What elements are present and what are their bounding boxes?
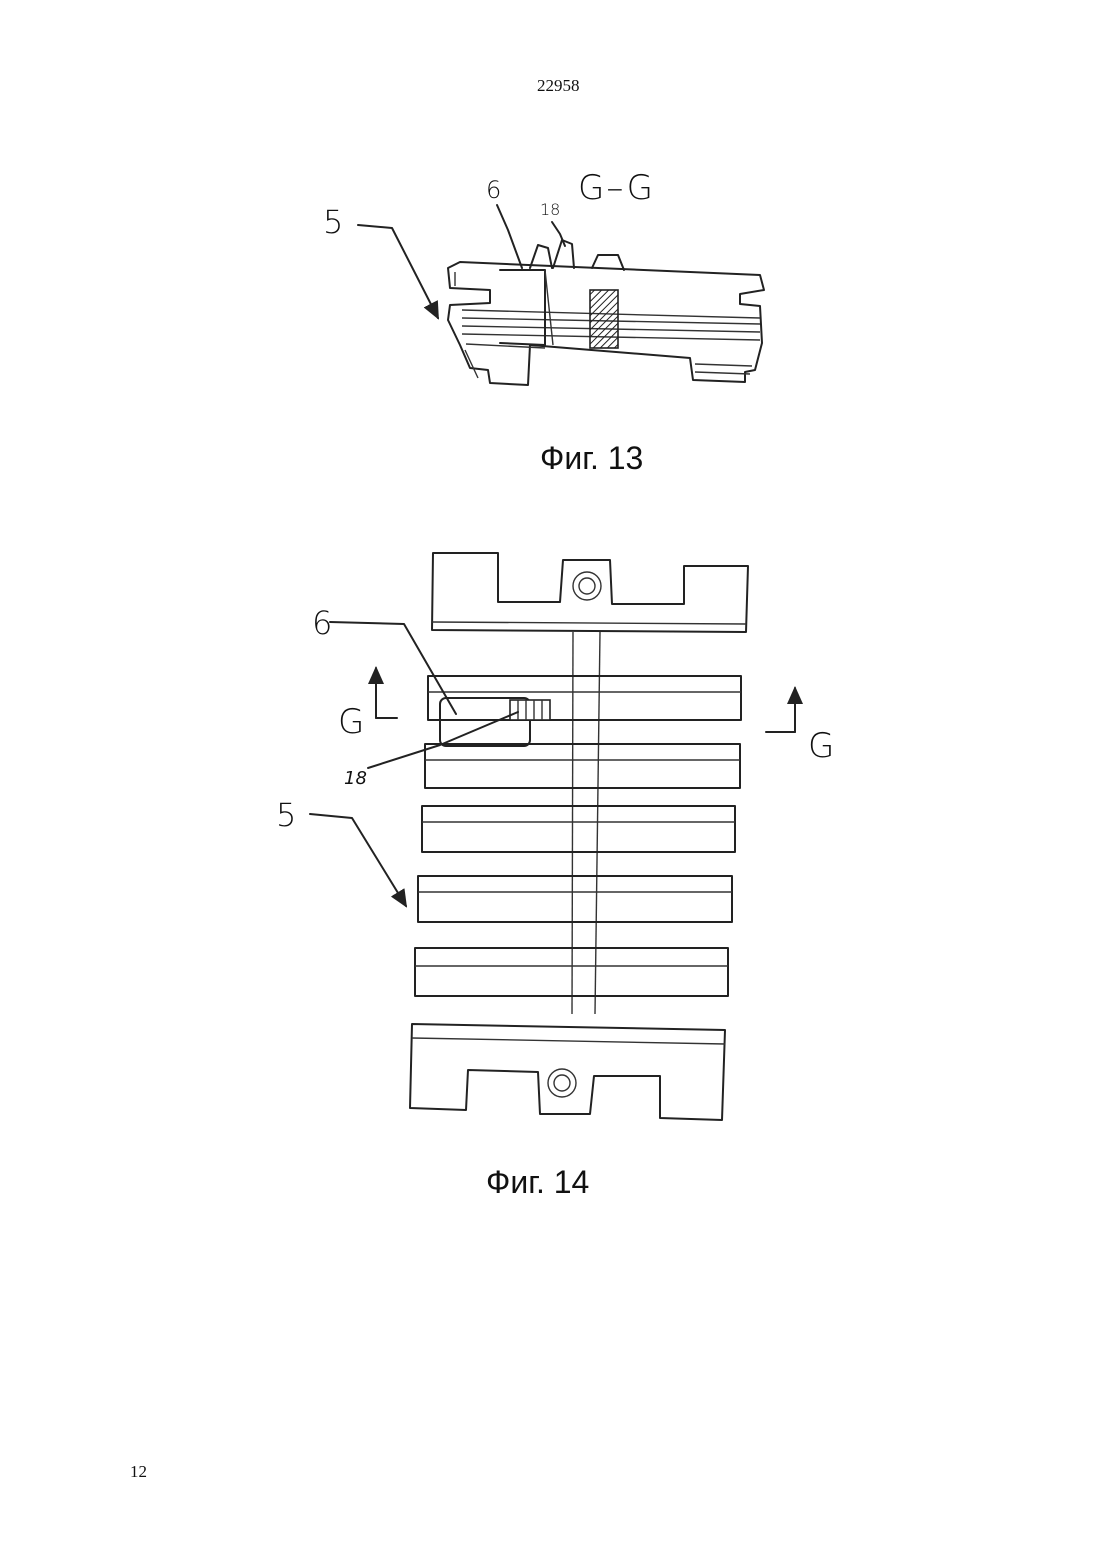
fig14-caption: Фиг. 14 bbox=[486, 1164, 589, 1201]
fig14-section-left: G bbox=[338, 702, 364, 742]
fig14-slats bbox=[415, 676, 741, 996]
fig14-ref-6: 6 bbox=[312, 604, 332, 642]
fig14-section-right: G bbox=[808, 726, 834, 766]
fig14-ref-5: 5 bbox=[276, 796, 296, 834]
fig14-ref-18: 18 bbox=[344, 768, 367, 789]
